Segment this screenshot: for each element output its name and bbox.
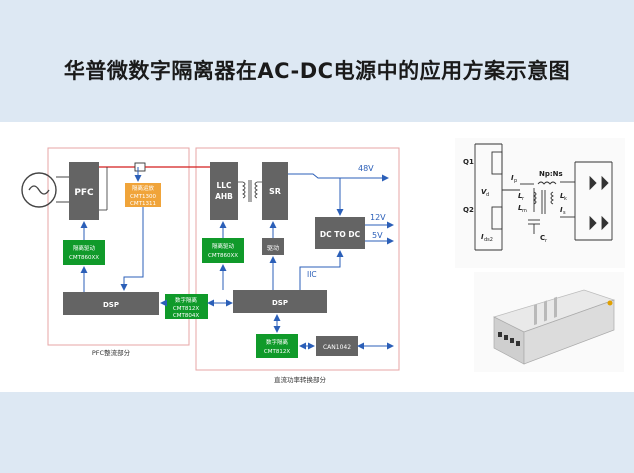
llc-driver-title: 隔离驱动 — [212, 242, 235, 250]
pfc-block — [69, 162, 99, 220]
isolation-amp-part1: CMT1300 — [130, 194, 156, 200]
page-title: 华普微数字隔离器在AC-DC电源中的应用方案示意图 — [63, 59, 571, 83]
svg-text:L: L — [518, 192, 522, 200]
pfc-dsp-label: DSP — [103, 301, 119, 309]
isolation-amp-part2: CMT1311 — [130, 201, 156, 207]
power-supply-photo — [474, 272, 624, 372]
svg-text:L: L — [518, 204, 522, 212]
pfc-dsp-block — [63, 292, 159, 315]
ac-source-icon — [21, 172, 57, 208]
svg-text:L: L — [560, 192, 564, 200]
llc-driver-block — [202, 238, 244, 263]
svg-text:r: r — [545, 238, 548, 244]
pfc-label: PFC — [74, 188, 94, 198]
svg-text:V: V — [481, 188, 487, 196]
digital-isolator-part1: CMT812X — [173, 306, 199, 312]
dc-to-dc-block — [315, 217, 365, 249]
llc-label: LLC — [216, 181, 232, 190]
svg-text:ds2: ds2 — [484, 237, 493, 243]
ahb-label: AHB — [215, 192, 233, 201]
iic-label: IIC — [307, 270, 317, 279]
diagram-panel: PFC 隔离运放 CMT1300 CMT1311 隔离驱动 CMT860XX D… — [0, 122, 634, 392]
block-diagram: PFC 隔离运放 CMT1300 CMT1311 隔离驱动 CMT860XX D… — [21, 138, 625, 384]
dc-dsp-label: DSP — [272, 299, 288, 307]
can-transceiver-label: CAN1042 — [323, 344, 351, 351]
svg-text:Np:Ns: Np:Ns — [539, 170, 563, 178]
sr-driver-label: 驱动 — [267, 245, 279, 252]
output-5v-label: 5V — [372, 231, 383, 240]
digital-isolator-2-title: 数字隔离 — [266, 338, 289, 346]
dc-frame — [195, 147, 400, 371]
svg-text:I: I — [560, 206, 563, 214]
svg-text:r: r — [522, 196, 525, 202]
svg-text:I: I — [511, 174, 514, 182]
svg-text:m: m — [522, 208, 527, 214]
footer-band — [0, 392, 634, 473]
digital-isolator-2-block — [256, 334, 298, 358]
circuit-labels: Q1 Q2 V d I p Np:Ns L r L m L k I s C r … — [463, 158, 567, 244]
svg-text:C: C — [540, 234, 545, 242]
svg-text:Q1: Q1 — [463, 158, 474, 166]
dc-dsp-block — [233, 290, 327, 313]
digital-isolator-part2: CMT804X — [173, 313, 199, 319]
output-48v-label: 48V — [358, 164, 374, 173]
pfc-section-label: PFC整流部分 — [92, 348, 131, 357]
llc-driver-part: CMT860XX — [208, 253, 238, 259]
dc-to-dc-label: DC TO DC — [320, 230, 361, 239]
llc-circuit-schematic — [455, 138, 625, 268]
can-transceiver-block — [316, 336, 358, 356]
svg-text:I: I — [481, 233, 484, 241]
svg-text:Q2: Q2 — [463, 206, 474, 214]
svg-text:p: p — [514, 178, 517, 184]
dc-section-label: 直流功率转换部分 — [274, 375, 327, 384]
digital-isolator-block — [165, 294, 208, 319]
shunt-resistor — [134, 162, 146, 172]
gate-driver-part: CMT860XX — [69, 255, 99, 261]
isolation-amp-block — [125, 183, 161, 207]
pfc-frame — [47, 147, 190, 346]
svg-text:s: s — [563, 210, 566, 216]
isolation-amp-title: 隔离运放 — [132, 184, 155, 192]
llc-ahb-block — [210, 162, 238, 220]
gate-driver-block — [63, 240, 105, 265]
svg-text:k: k — [564, 196, 567, 202]
svg-text:d: d — [486, 192, 489, 198]
output-12v-label: 12V — [370, 213, 386, 222]
sr-block — [262, 162, 288, 220]
digital-isolator-2-part: CMT812X — [264, 349, 290, 355]
sr-driver-block — [262, 238, 284, 255]
gate-driver-title: 隔离驱动 — [73, 244, 96, 252]
sr-label: SR — [269, 187, 281, 196]
transformer-icon — [241, 180, 259, 202]
digital-isolator-title: 数字隔离 — [175, 296, 198, 304]
